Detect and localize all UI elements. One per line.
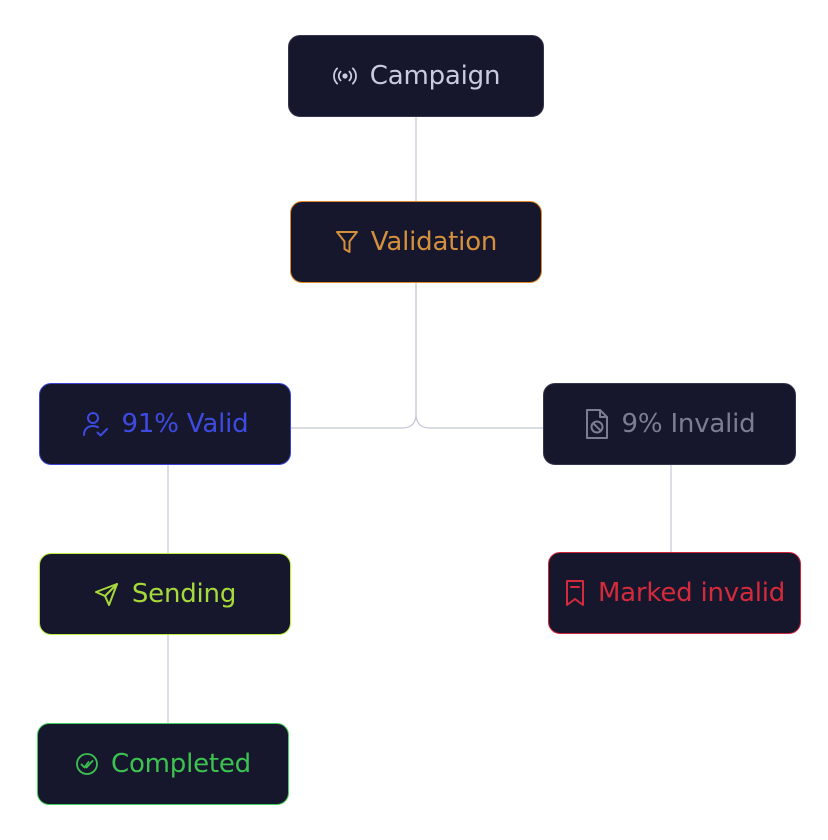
node-valid[interactable]: 91% Valid [39,383,291,465]
node-invalid[interactable]: 9% Invalid [543,383,796,465]
node-completed[interactable]: Completed [37,723,289,805]
node-label: 9% Invalid [621,409,756,439]
node-validation[interactable]: Validation [290,201,542,283]
node-label: Validation [370,227,498,257]
node-campaign[interactable]: Campaign [288,35,544,117]
edge-validation-valid [291,283,417,429]
broadcast-icon [332,65,358,87]
node-label: Completed [110,749,251,779]
edge-validation-invalid [415,283,543,429]
user-check-icon [82,410,110,438]
send-icon [94,581,120,607]
bookmark-icon [564,579,586,607]
funnel-icon [335,229,359,255]
check-circle-icon [75,752,99,776]
node-label: Sending [131,579,237,609]
node-sending[interactable]: Sending [39,553,291,635]
node-marked-invalid[interactable]: Marked invalid [548,552,801,634]
node-label: Marked invalid [597,578,786,608]
node-label: Campaign [369,61,501,91]
node-label: 91% Valid [121,409,249,439]
file-blocked-icon [584,408,610,440]
